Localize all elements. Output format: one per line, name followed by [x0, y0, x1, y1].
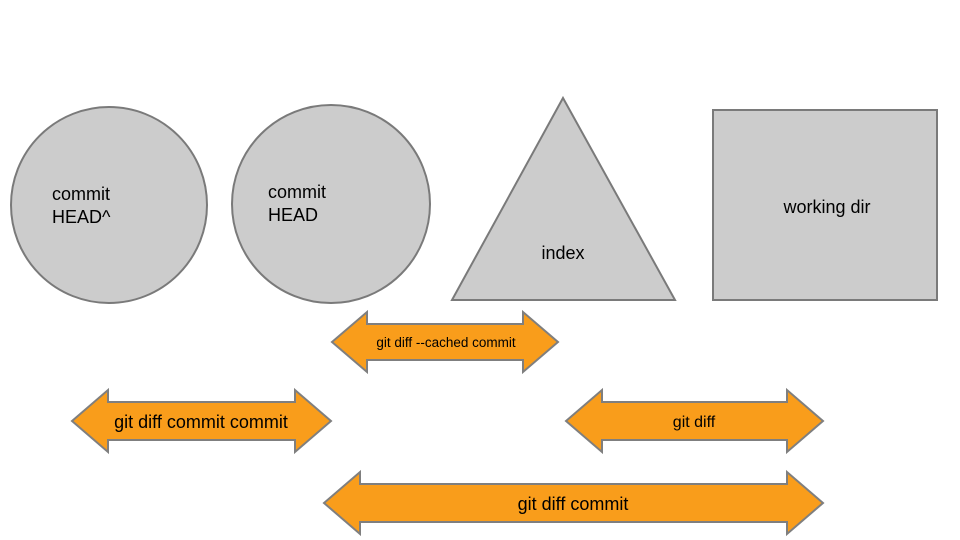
- arrow-git-diff-commit-label: git diff commit: [518, 494, 629, 514]
- arrow-git-diff-commit: [322, 469, 825, 537]
- commit-head-label-line2: HEAD: [268, 205, 318, 225]
- commit-head-label-line1: commit: [268, 182, 326, 202]
- arrow-git-diff-cached-commit: [330, 309, 560, 375]
- commit-head-circle: [231, 104, 431, 304]
- arrow-git-diff-commit-commit: [70, 387, 333, 455]
- arrow-git-diff: [564, 387, 825, 455]
- working-dir-label: working dir: [782, 197, 870, 217]
- arrow-git-diff-label: git diff: [673, 414, 716, 431]
- index-label: index: [541, 243, 584, 263]
- commit-head-prev-label-line1: commit: [52, 184, 110, 204]
- commit-head-prev-circle: [10, 106, 208, 304]
- arrow-git-diff-cached-commit-label: git diff --cached commit: [376, 335, 516, 350]
- commit-head-prev-label-line2: HEAD^: [52, 207, 111, 227]
- index-triangle: [450, 95, 677, 301]
- working-dir-rect: [712, 109, 938, 301]
- arrow-git-diff-commit-commit-label: git diff commit commit: [114, 412, 288, 432]
